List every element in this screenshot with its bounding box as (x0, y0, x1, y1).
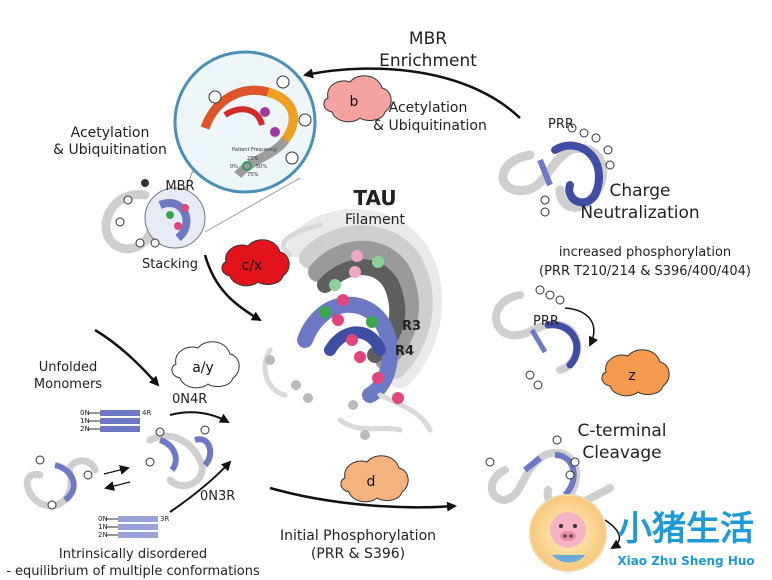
increased-line1: increased phosphorylation (559, 245, 731, 260)
watermark-en: Xiao Zhu Sheng Huo (617, 554, 754, 568)
unfolded-line1: Unfolded (39, 360, 97, 375)
initial-line2: (PRR & S396) (311, 546, 405, 562)
phospho-prr: PRR (533, 314, 559, 329)
filament-r3: R3 (402, 319, 421, 334)
brain-z-label: z (628, 368, 635, 384)
isoform-bottom: 0N 1N 2N 3R (98, 515, 169, 539)
iso-bot-2n: 2N (98, 531, 108, 539)
iso-top-1n: 1N (80, 417, 90, 425)
inset-title: Patient Frequency (232, 147, 277, 153)
iso-top-0n: 0N (80, 409, 90, 417)
arrow-stacking (203, 254, 262, 322)
acetyl-right-line2: & Ubiquitination (373, 118, 487, 134)
cterm-line2: Cleavage (582, 443, 661, 463)
watermark-cn: 小猪生活 (618, 509, 754, 549)
iso-bot-tag: 3R (160, 515, 169, 523)
charge-prr: PRR (548, 117, 574, 132)
isoform-top: 0N 1N 2N 4R (80, 409, 151, 433)
filament-residues (265, 240, 404, 440)
acetyl-left-line2: & Ubiquitination (53, 142, 167, 158)
mbr-label: MBR (165, 179, 194, 194)
brain-b-label: b (350, 94, 359, 110)
iso-bot-0n: 0N (98, 515, 108, 523)
acetyl-right-line1: Acetylation (389, 100, 468, 116)
arrow-initial-phos (269, 486, 457, 512)
mbr-monomer-left: MBR (101, 179, 206, 254)
charge-line1: Charge (609, 181, 670, 201)
acetyl-left-line1: Acetylation (71, 125, 150, 141)
stacking-label: Stacking (142, 257, 198, 272)
charge-line2: Neutralization (580, 203, 699, 223)
brain-cx-label: c/x (242, 258, 263, 274)
inset-25: 25% (247, 156, 258, 162)
arrow-to-mbr (303, 67, 521, 119)
brain-b-icon: b (323, 75, 392, 123)
mbr-enrichment-line1: MBR (409, 29, 447, 49)
disordered-line1: Intrinsically disordered (59, 547, 207, 562)
brain-ay-icon: a/y (171, 341, 240, 389)
iso-top-tag: 4R (142, 409, 151, 417)
brain-ay-label: a/y (192, 360, 214, 376)
brain-d-label: d (367, 474, 376, 490)
phospho-monomer (492, 285, 581, 390)
initial-line1: Initial Phosphorylation (280, 528, 436, 544)
unfolded-monomer-b (145, 425, 214, 490)
filament-r4: R4 (395, 344, 414, 359)
brain-d-icon: d (340, 455, 409, 503)
unfolded-line2: Monomers (34, 377, 102, 392)
mbr-inset-zoom: Patient Frequency 25% 0% 50% 75% (173, 50, 317, 233)
watermark-logo: 小猪生活 Xiao Zhu Sheng Huo (529, 494, 755, 572)
arrow-z-curve (564, 307, 599, 347)
arrow-unfolded (94, 328, 160, 387)
brain-z-icon: z (601, 349, 670, 397)
inset-50: 50% (256, 164, 267, 170)
charge-monomer (498, 123, 615, 217)
iso-bot-1n: 1N (98, 523, 108, 531)
inset-75: 75% (247, 172, 258, 178)
equilibrium-arrow-left (104, 481, 131, 491)
isoform-bottom-label: 0N3R (200, 489, 235, 504)
disordered-line2: - equilibrium of multiple conformations (6, 564, 260, 579)
equilibrium-arrow-right (103, 465, 130, 475)
unfolded-monomer-a (23, 455, 99, 510)
arrow-0n3r (169, 460, 232, 513)
isoform-top-label: 0N4R (172, 392, 207, 407)
tau-subtitle: Filament (345, 212, 406, 228)
brain-cx-icon: c/x (221, 239, 290, 287)
arrow-cleavage (604, 519, 622, 550)
increased-line2: (PRR T210/214 & S396/400/404) (539, 264, 751, 279)
iso-top-2n: 2N (80, 425, 90, 433)
tau-filament: R3 R4 (262, 209, 443, 433)
arrow-0n4r (169, 411, 230, 423)
mbr-enrichment-line2: Enrichment (379, 51, 477, 71)
inset-0: 0% (230, 164, 238, 170)
cterm-line1: C-terminal (577, 421, 666, 441)
tau-title: TAU (353, 186, 396, 210)
